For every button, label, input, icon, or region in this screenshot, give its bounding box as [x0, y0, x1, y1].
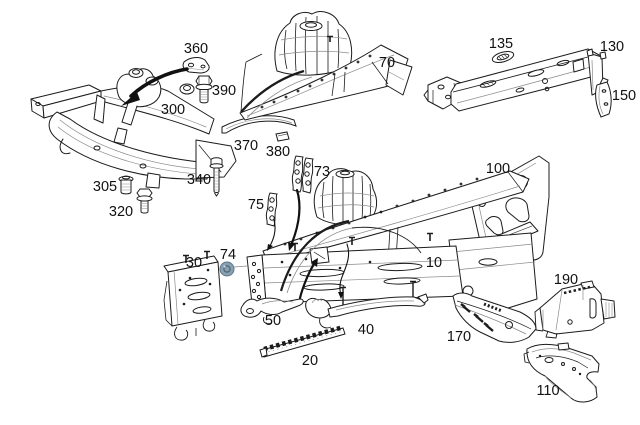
callout-10[interactable]: 10 [426, 255, 442, 271]
arrow-73-to-assembly [288, 188, 301, 251]
callout-40[interactable]: 40 [358, 322, 374, 338]
part-130-longitudinal-rail [423, 48, 608, 112]
part-135-oval-plate [491, 50, 515, 64]
callout-70[interactable]: 70 [379, 55, 395, 71]
part-150-bracket [595, 77, 612, 118]
callout-370[interactable]: 370 [234, 138, 258, 154]
callout-100[interactable]: 100 [486, 161, 510, 177]
leader-arrows [121, 67, 350, 300]
arrow-50-to-assembly [298, 258, 318, 300]
part-50-bracket [240, 297, 304, 325]
part-170-panel [452, 292, 537, 343]
arrow-75-to-assembly [267, 219, 276, 251]
callout-130[interactable]: 130 [600, 39, 624, 55]
part-75-serrated-rail [265, 192, 278, 227]
hotspot-74-marker[interactable] [219, 261, 235, 277]
callout-340[interactable]: 340 [187, 172, 211, 188]
callout-135[interactable]: 135 [489, 36, 513, 52]
part-360-plate [182, 57, 210, 74]
callout-305[interactable]: 305 [93, 179, 117, 195]
callout-170[interactable]: 170 [447, 329, 471, 345]
callout-150[interactable]: 150 [612, 88, 636, 104]
callout-50[interactable]: 50 [265, 313, 281, 329]
part-370-strip [221, 115, 297, 134]
callout-74[interactable]: 74 [220, 247, 236, 263]
callout-73[interactable]: 73 [314, 164, 330, 180]
part-110-tray-bracket [523, 342, 600, 403]
part-390-bolt [195, 75, 213, 104]
part-340-bolt [209, 157, 224, 197]
part-20-serrated-strip [259, 325, 346, 358]
part-73-serrated-rail [291, 155, 314, 194]
part-305-rivet-nut [118, 175, 134, 195]
callout-360[interactable]: 360 [184, 41, 208, 57]
part-320-bolt [136, 188, 153, 214]
part-300-subframe [30, 68, 237, 189]
part-30-bracket [163, 250, 223, 341]
callout-390[interactable]: 390 [212, 83, 236, 99]
callout-75[interactable]: 75 [248, 197, 264, 213]
part-380-clip [275, 131, 290, 142]
arrow-360-to-subframe [121, 67, 189, 106]
part-40-bracket [305, 293, 429, 329]
part-190-bracket [534, 280, 616, 339]
callout-20[interactable]: 20 [302, 353, 318, 369]
callout-300[interactable]: 300 [161, 102, 185, 118]
leader-40-to-assembly [338, 243, 350, 299]
part-70-wheel-arch-assembly [239, 11, 413, 121]
callout-320[interactable]: 320 [109, 204, 133, 220]
callout-30[interactable]: 30 [186, 255, 202, 271]
part-10-longitudinal-member-assembly [233, 168, 539, 321]
callout-380[interactable]: 380 [266, 144, 290, 160]
callout-110[interactable]: 110 [536, 383, 559, 399]
callout-190[interactable]: 190 [554, 272, 578, 288]
